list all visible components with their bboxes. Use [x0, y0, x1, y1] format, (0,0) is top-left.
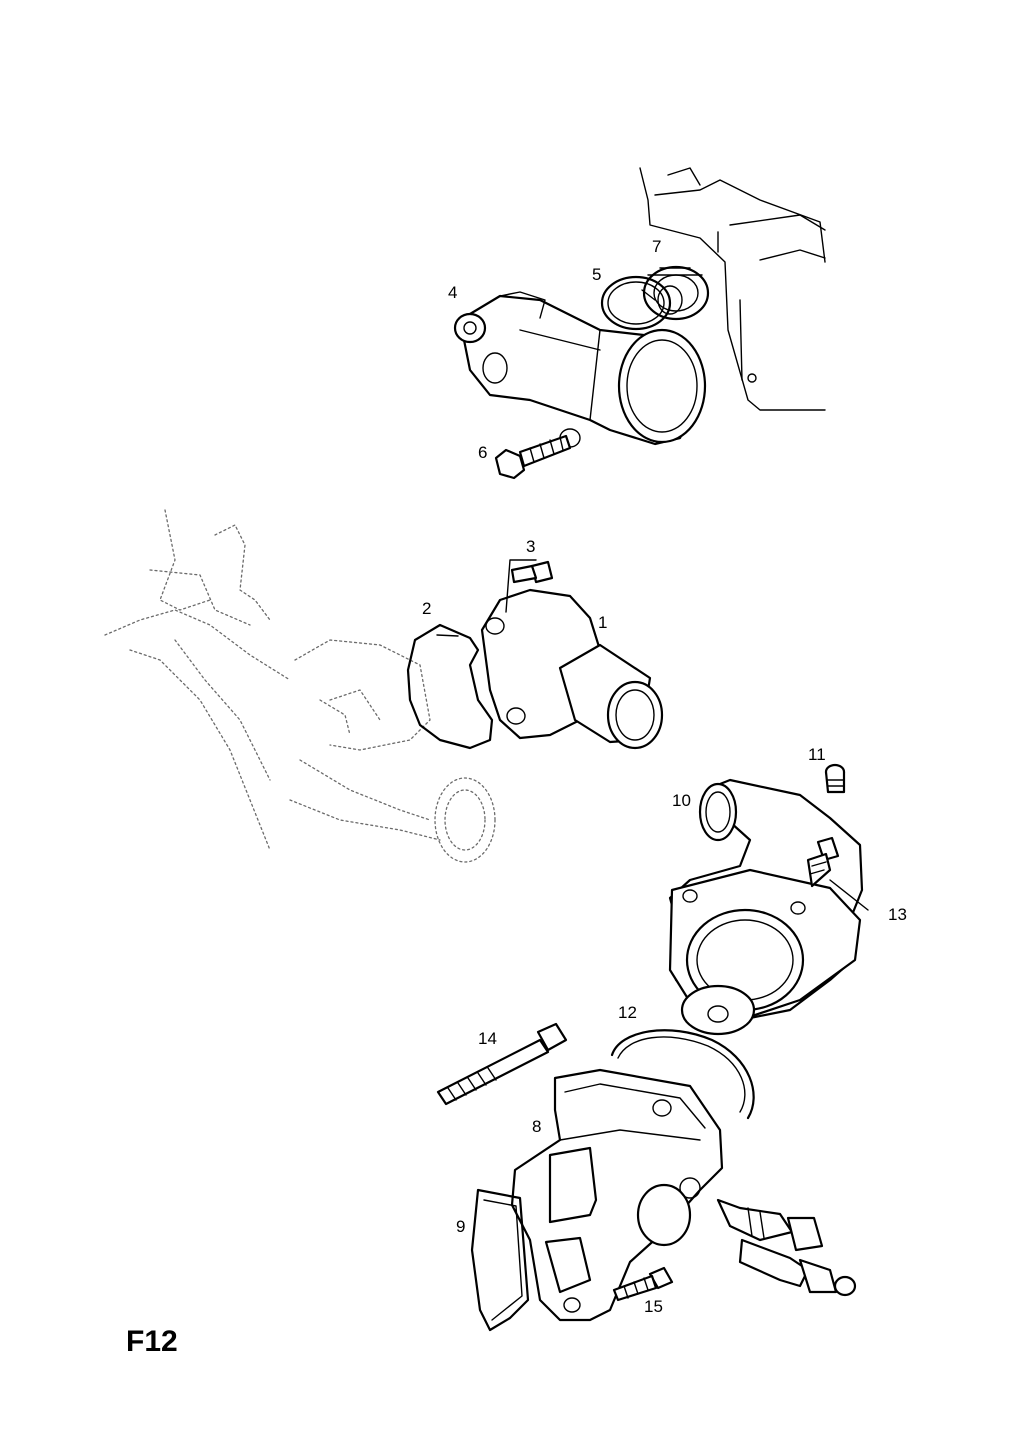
bolt-part-6	[494, 434, 572, 480]
gasket-part-9	[470, 1188, 530, 1332]
callout-10: 10	[672, 791, 691, 810]
callout-5: 5	[592, 265, 601, 284]
o-ring-part-12	[610, 1029, 755, 1120]
gasket-part-2	[406, 623, 494, 750]
engine-block-outline-top	[639, 167, 826, 411]
long-bolt-part-14	[436, 1022, 568, 1106]
flange-housing-part-8	[510, 1068, 724, 1322]
callout-4: 4	[448, 283, 457, 302]
callout-8: 8	[532, 1117, 541, 1136]
callout-14: 14	[478, 1029, 497, 1048]
leader-lines	[436, 289, 869, 911]
engine-dotted-background	[104, 509, 496, 863]
bolt-part-3	[510, 560, 554, 584]
figure-code: F12	[126, 1325, 178, 1358]
cap-part-11	[824, 763, 846, 794]
callout-2: 2	[422, 599, 431, 618]
callout-6: 6	[478, 443, 487, 462]
bolt-part-13	[806, 836, 840, 888]
callout-7: 7	[652, 237, 661, 256]
callout-11: 11	[808, 745, 826, 764]
bolt-part-15	[612, 1266, 674, 1302]
thermostat-part-7	[642, 265, 710, 321]
callout-12: 12	[618, 1003, 637, 1022]
thermostat-housing-part-4	[453, 291, 707, 448]
sealing-ring-part-5	[600, 275, 672, 331]
callout-3: 3	[526, 537, 535, 556]
callout-1: 1	[598, 613, 607, 632]
temperature-switch	[738, 1238, 857, 1297]
coolant-cover-part-1	[480, 588, 664, 750]
housing-with-neck-part-10	[668, 778, 864, 1036]
callout-15: 15	[644, 1297, 663, 1316]
callout-9: 9	[456, 1217, 465, 1236]
temperature-sensor	[716, 1198, 824, 1252]
callout-13: 13	[888, 905, 907, 924]
